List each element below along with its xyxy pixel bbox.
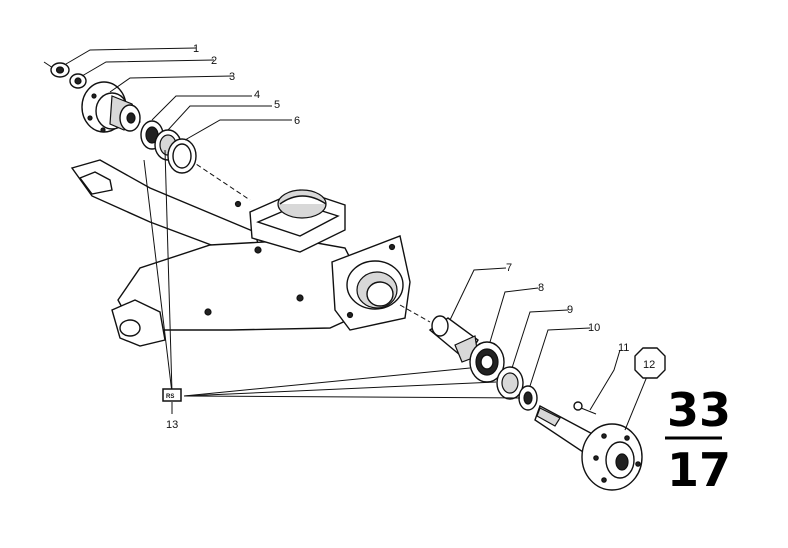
leader-lines bbox=[65, 47, 649, 431]
callout-9: 9 bbox=[567, 304, 573, 316]
diagram-reference: 33 17 bbox=[665, 383, 731, 497]
part-1-nut bbox=[43, 61, 70, 78]
axle-carrier bbox=[70, 159, 411, 347]
rs-badge: RS bbox=[162, 388, 182, 402]
callout-6: 6 bbox=[294, 115, 300, 127]
callout-1: 1 bbox=[193, 43, 199, 55]
part-11-bolt bbox=[573, 401, 597, 415]
callout-12-badge: 12 bbox=[634, 347, 666, 379]
callout-2: 2 bbox=[211, 55, 217, 67]
callout-12: 12 bbox=[643, 359, 655, 371]
callout-4: 4 bbox=[254, 89, 260, 101]
callout-8: 8 bbox=[538, 282, 544, 294]
part-12-axle-shaft bbox=[534, 405, 643, 491]
callout-3: 3 bbox=[229, 71, 235, 83]
part-8-bearing bbox=[469, 341, 505, 383]
callout-7: 7 bbox=[506, 262, 512, 274]
part-9-ring bbox=[496, 366, 524, 400]
callout-10: 10 bbox=[588, 322, 600, 334]
callout-11: 11 bbox=[618, 342, 629, 354]
part-6-bearing-ring bbox=[167, 138, 197, 174]
callout-5: 5 bbox=[274, 99, 280, 111]
callout-labels: 1 2 3 4 5 6 7 8 9 10 11 13 bbox=[166, 43, 629, 431]
part-3-drive-flange bbox=[81, 81, 141, 133]
diagram-ref-top: 33 bbox=[667, 383, 731, 437]
part-2-washer bbox=[69, 73, 87, 89]
assembly-axis-lower bbox=[399, 304, 431, 323]
rs-badge-label: RS bbox=[166, 394, 174, 400]
callout-13: 13 bbox=[166, 419, 178, 431]
assembly-axis-upper bbox=[189, 159, 251, 201]
diagram-ref-bottom: 17 bbox=[667, 443, 731, 497]
part-10-spacer bbox=[518, 385, 538, 411]
